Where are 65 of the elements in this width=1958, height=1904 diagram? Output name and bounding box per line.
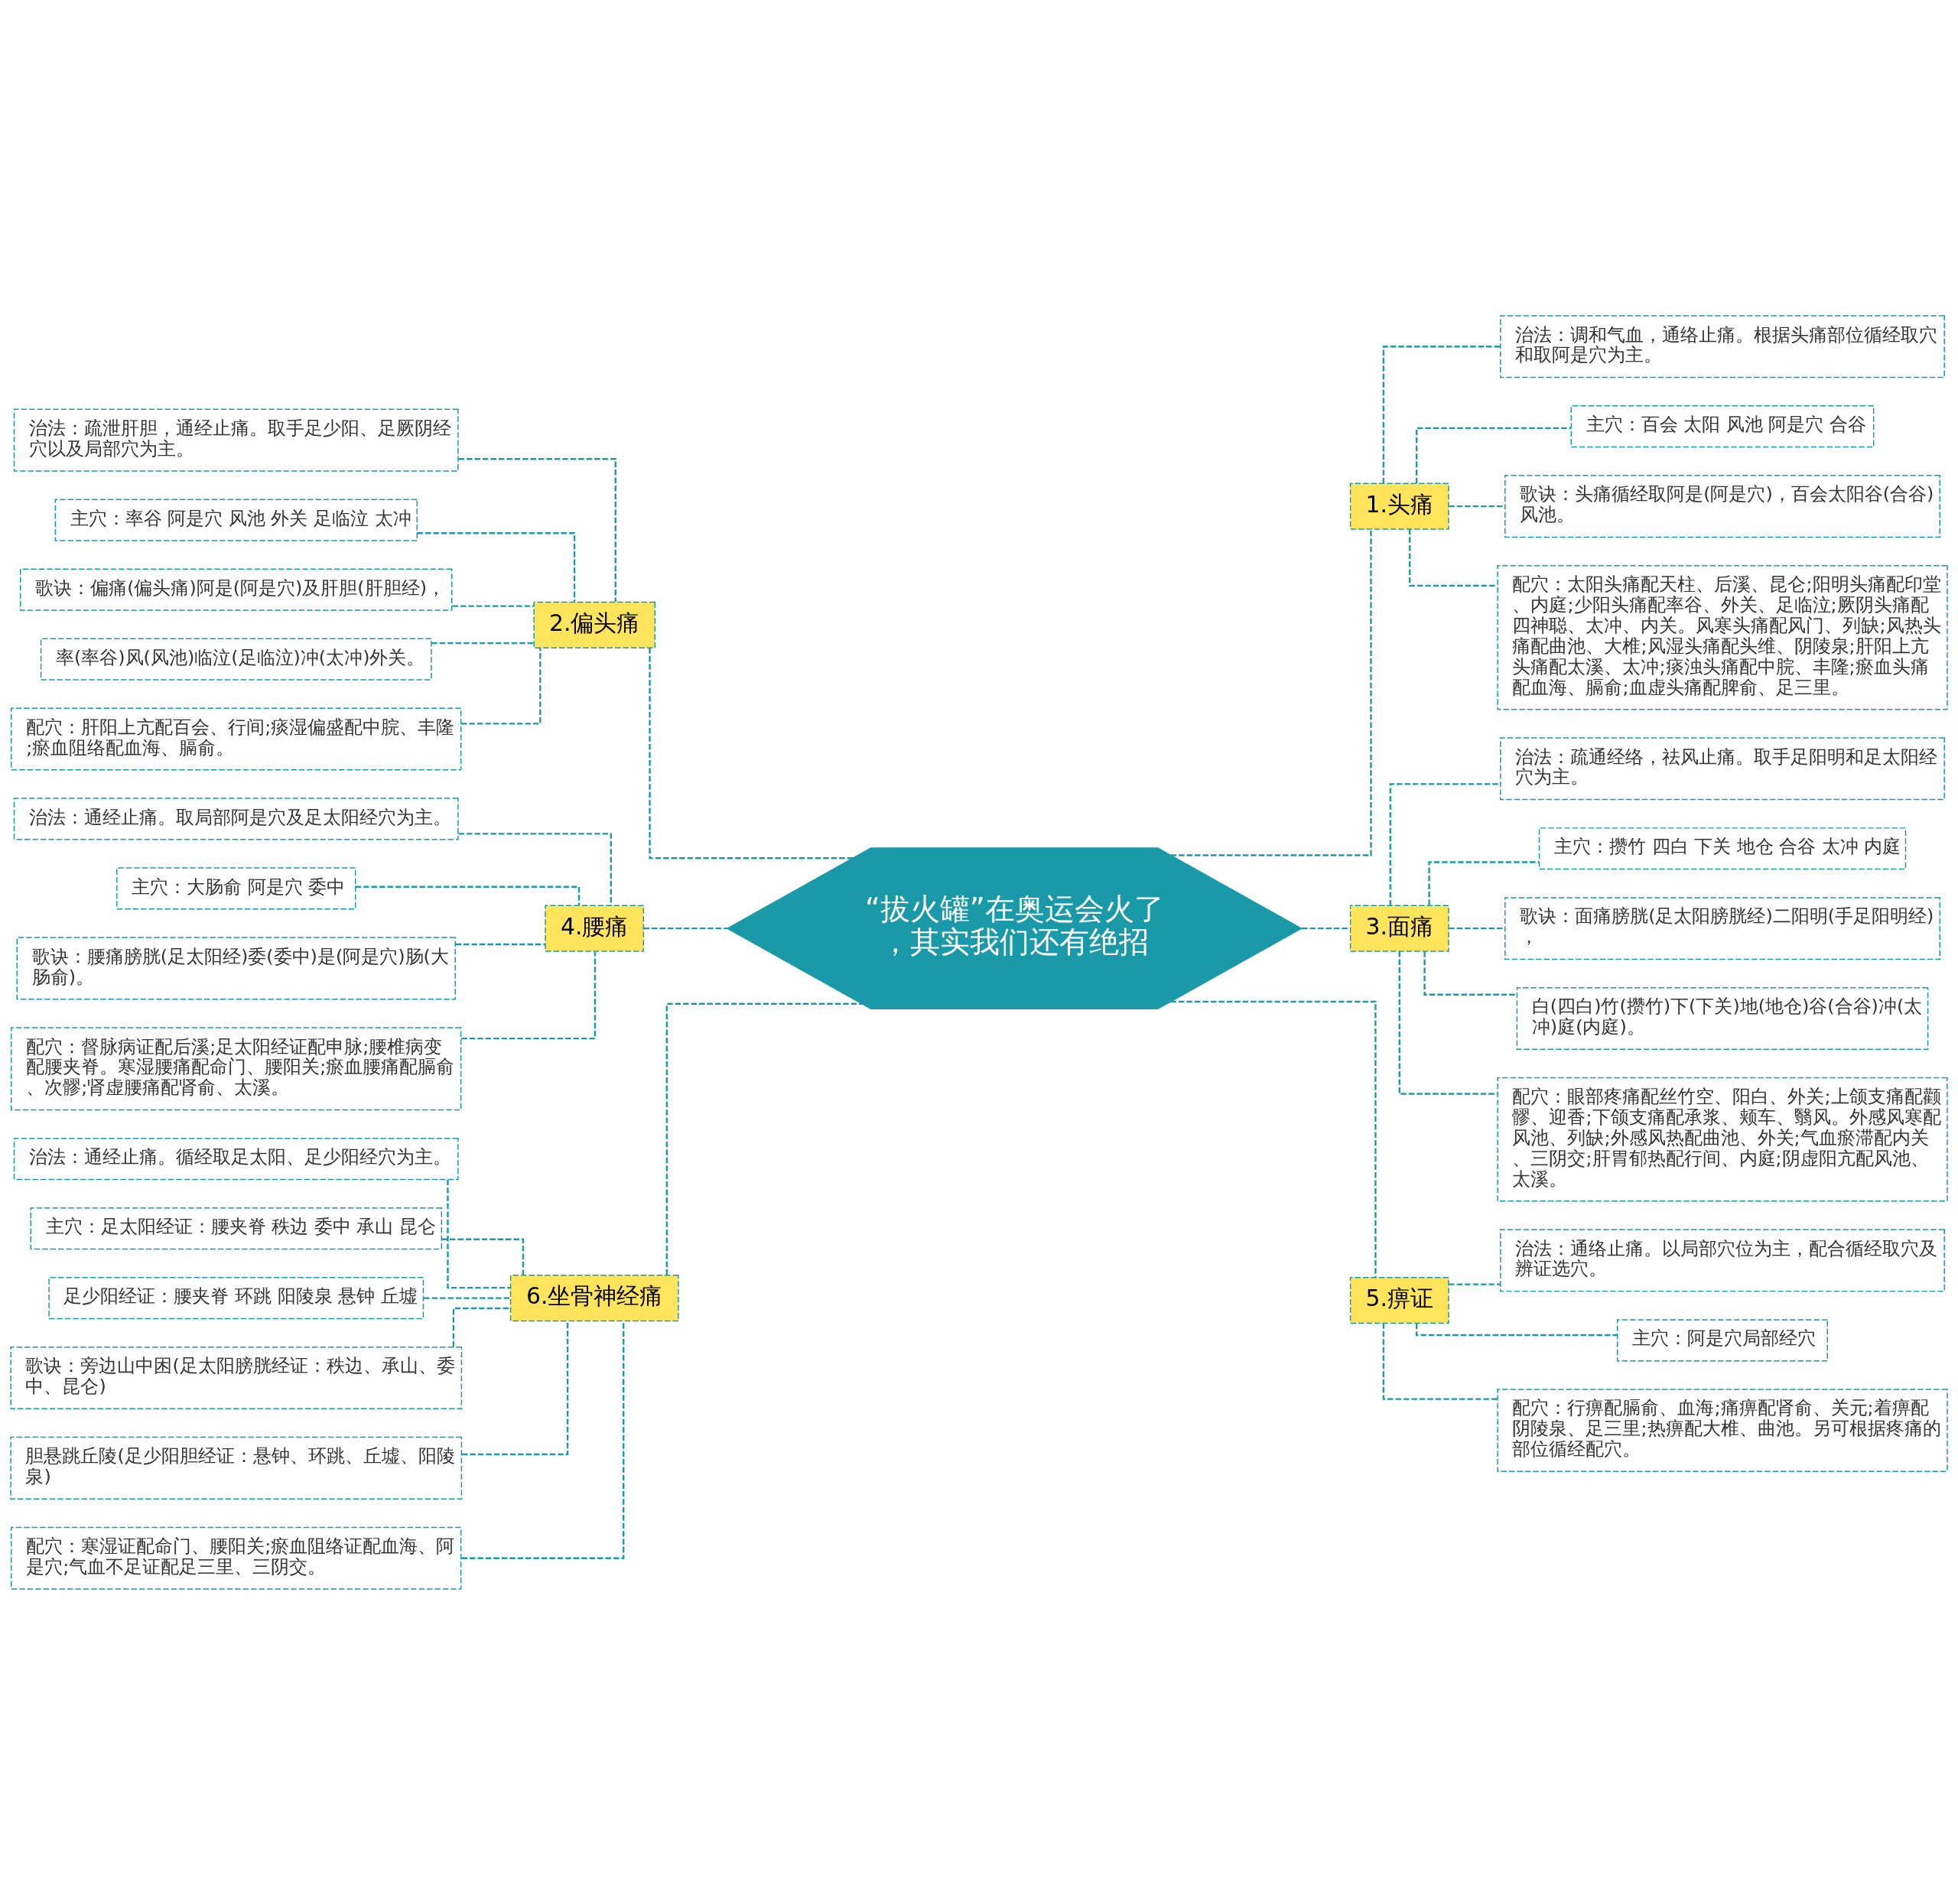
connector bbox=[1170, 1000, 1377, 1278]
connector bbox=[649, 648, 854, 859]
connector bbox=[452, 605, 534, 607]
node-box: 治法：疏泄肝胆，通经止痛。取手足少阳、足厥阴经穴以及局部穴为主。 bbox=[13, 408, 459, 472]
connector bbox=[1409, 528, 1498, 586]
connector bbox=[447, 1179, 511, 1288]
node-box: 主穴：率谷 阿是穴 风池 外关 足临泣 太冲 bbox=[54, 498, 418, 541]
node-box: 配穴：太阳头痛配天柱、后溪、昆仑;阳明头痛配印堂、内庭;少阳头痛配率谷、外关、足临泣;厥阴头痛配四神聪、太冲、内关。风寒头痛配风门、列缺;风热头痛配曲池、大椎;风湿头痛配头维、阴陵泉;肝阳上亢头痛配太溪、太冲;痰浊头痛配中脘、丰隆;瘀血头痛配血海、膈俞;血虚头痛配脾俞、足三里。 bbox=[1497, 564, 1948, 710]
connector bbox=[461, 951, 597, 1039]
connector bbox=[1423, 950, 1517, 996]
connector bbox=[1428, 860, 1540, 905]
node-box: 率(率谷)风(风池)临泣(足临泣)冲(太冲)外关。 bbox=[40, 637, 432, 681]
node-box: 配穴：寒湿证配命门、腰阳关;瘀血阻络证配血海、阿是穴;气血不足证配足三里、三阴交。 bbox=[11, 1526, 462, 1590]
connector bbox=[1449, 505, 1505, 507]
node-box: 配穴：眼部疼痛配丝竹空、阳白、外关;上颌支痛配颧髎、迎香;下颌支痛配承浆、颊车、翳风。外感风寒配风池、列缺;外感风热配曲池、外关;气血瘀滞配内关、三阴交;肝胃郁热配行间、内庭;阴虚阳亢配风池、太溪。 bbox=[1497, 1077, 1948, 1201]
connector bbox=[1382, 345, 1501, 483]
node-box: 3.面痛 bbox=[1349, 905, 1449, 952]
node-box: 配穴：行痹配膈俞、血海;痛痹配肾俞、关元;着痹配阴陵泉、足三里;热痹配大椎、曲池。另可根据疼痛的部位循经配穴。 bbox=[1497, 1388, 1948, 1472]
connector bbox=[355, 885, 581, 905]
node-box: 治法：通经止痛。循经取足太阳、足少阳经穴为主。 bbox=[13, 1137, 459, 1180]
node-box: 治法：调和气血，通络止痛。根据头痛部位循经取穴和取阿是穴为主。 bbox=[1500, 314, 1945, 378]
node-box: 1.头痛 bbox=[1349, 482, 1449, 530]
node-box: 白(四白)竹(攒竹)下(下关)地(地仓)谷(合谷)冲(太冲)庭(内庭)。 bbox=[1516, 986, 1929, 1050]
node-box: 4.腰痛 bbox=[545, 905, 645, 952]
connector bbox=[1449, 1282, 1501, 1285]
connector bbox=[458, 457, 616, 602]
connector bbox=[417, 531, 576, 602]
node-box: 配穴：肝阳上亢配百会、行间;痰湿偏盛配中脘、丰隆;瘀血阻络配血海、膈俞。 bbox=[11, 707, 462, 771]
connector bbox=[1449, 927, 1505, 929]
connector bbox=[1382, 1323, 1498, 1400]
node-box: 主穴：阿是穴局部经穴 bbox=[1617, 1318, 1828, 1361]
connector bbox=[455, 943, 545, 945]
connector bbox=[461, 1321, 569, 1455]
connector bbox=[452, 1307, 511, 1347]
connector bbox=[423, 1296, 511, 1299]
connector bbox=[1415, 1323, 1618, 1336]
connector bbox=[1170, 528, 1372, 856]
connector bbox=[1398, 950, 1498, 1095]
node-box: 歌诀：偏痛(偏头痛)阿是(阿是穴)及肝胆(肝胆经)， bbox=[20, 567, 453, 611]
connector bbox=[643, 927, 727, 929]
node-box: 歌诀：腰痛膀胱(足太阳经)委(委中)是(阿是穴)肠(大肠俞)。 bbox=[16, 936, 456, 999]
node-box: 主穴：百会 太阳 风池 阿是穴 合谷 bbox=[1570, 405, 1875, 447]
node-box: 治法：疏通经络，祛风止痛。取手足阳明和足太阳经穴为主。 bbox=[1500, 736, 1945, 800]
node-box: 主穴：足太阳经证：腰夹脊 秩边 委中 承山 昆仑 bbox=[30, 1207, 443, 1249]
connector bbox=[665, 1002, 862, 1275]
connector bbox=[461, 1321, 625, 1559]
node-box: 歌诀：旁边山中困(足太阳膀胱经证：秩边、承山、委中、昆仑) bbox=[10, 1346, 463, 1409]
node-box: 5.痹证 bbox=[1349, 1276, 1449, 1324]
node-box: 歌诀：头痛循经取阿是(阿是穴)，百会太阳谷(合谷)风池。 bbox=[1504, 474, 1940, 538]
connector bbox=[1415, 427, 1571, 483]
node-box: 2.偏头痛 bbox=[533, 601, 656, 648]
node-box: 治法：通经止痛。取局部阿是穴及足太阳经穴为主。 bbox=[13, 797, 459, 840]
connector bbox=[460, 647, 542, 725]
node-box: 配穴：督脉病证配后溪;足太阳经证配申脉;腰椎病变配腰夹脊。寒湿腰痛配命门、腰阳关;瘀血腰痛配膈俞、次髎;肾虚腰痛配肾俞、太溪。 bbox=[11, 1026, 462, 1110]
connector bbox=[441, 1238, 525, 1275]
connector bbox=[458, 832, 612, 905]
connector bbox=[1389, 782, 1501, 905]
node-box: 主穴：大肠俞 阿是穴 委中 bbox=[116, 866, 356, 910]
node-box: 主穴：攒竹 四白 下关 地仓 合谷 太冲 内庭 bbox=[1538, 827, 1907, 869]
node-box: 胆悬跳丘陵(足少阳胆经证：悬钟、环跳、丘墟、阳陵泉) bbox=[10, 1436, 463, 1499]
node-box: 治法：通络止痛。以局部穴位为主，配合循经取穴及辨证选穴。 bbox=[1500, 1228, 1945, 1292]
node-box: 6.坐骨神经痛 bbox=[509, 1274, 679, 1321]
node-box: 足少阳经证：腰夹脊 环跳 阳陵泉 悬钟 丘墟 bbox=[48, 1276, 424, 1319]
node-box: 歌诀：面痛膀胱(足太阳膀胱经)二阳明(手足阳明经)， bbox=[1504, 896, 1940, 960]
connector bbox=[431, 642, 534, 644]
